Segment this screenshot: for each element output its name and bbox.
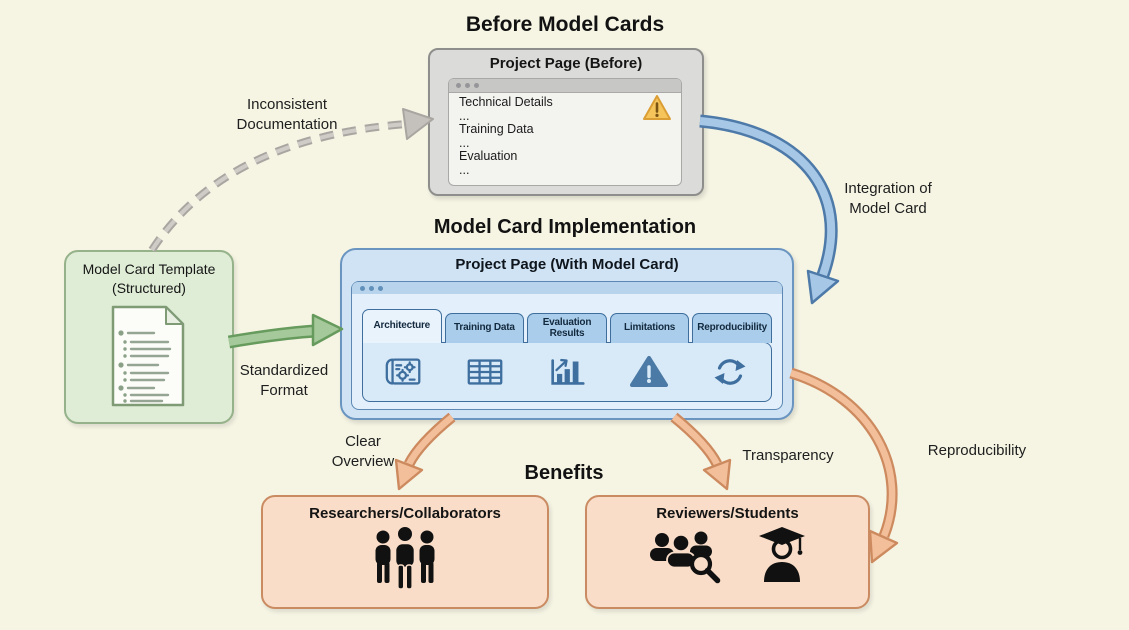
content-line: Evaluation xyxy=(459,149,518,164)
implementation-browser-mock: Architecture Training Data Evaluation Re… xyxy=(351,281,783,410)
window-dot-icon xyxy=(456,83,461,88)
standardized-format-label: Standardized Format xyxy=(239,362,329,399)
document-list-icon xyxy=(111,305,185,407)
group-magnifier-icon xyxy=(649,531,720,584)
clear-overview-label: Clear Overview xyxy=(331,433,395,470)
content-line: ... xyxy=(459,108,470,123)
table-icon xyxy=(468,358,503,385)
integration-label: Integration of Model Card xyxy=(844,180,932,217)
window-dot-icon xyxy=(369,285,374,291)
before-browser-mock: Technical Details ... Training Data ... … xyxy=(448,78,682,186)
content-line: ... xyxy=(459,135,470,150)
arrow-transparency xyxy=(670,412,732,491)
benefit-box-reviewers: Reviewers/Students xyxy=(585,495,870,609)
blueprint-gear-icon xyxy=(385,357,421,385)
arrow-standardized-format xyxy=(227,313,344,349)
window-dot-icon xyxy=(378,285,383,291)
implementation-window-title: Project Page (With Model Card) xyxy=(455,256,679,273)
before-section-title: Before Model Cards xyxy=(465,13,665,36)
tab-training-data: Training Data xyxy=(444,313,525,343)
window-dot-icon xyxy=(465,83,470,88)
before-content-list: Technical Details ... Training Data ... … xyxy=(449,93,681,178)
warning-icon xyxy=(629,355,668,387)
implementation-browser-titlebar xyxy=(352,282,782,294)
tab-architecture: Architecture xyxy=(362,309,442,343)
benefit-box-researchers: Researchers/Collaborators xyxy=(261,495,549,609)
sync-icon xyxy=(714,358,746,385)
model-card-template-box: Model Card Template (Structured) xyxy=(64,250,234,424)
tab-reproducibility: Reproducibility xyxy=(692,313,772,343)
bar-chart-icon xyxy=(551,358,585,385)
implementation-section-title: Model Card Implementation xyxy=(433,216,697,238)
benefit-box-title: Researchers/Collaborators xyxy=(309,505,501,522)
window-dot-icon xyxy=(474,83,479,88)
model-card-tabstrip: Architecture Training Data Evaluation Re… xyxy=(352,308,782,343)
tab-limitations: Limitations xyxy=(609,313,690,343)
content-line: Technical Details xyxy=(459,95,553,109)
content-line: Training Data xyxy=(459,122,534,137)
graduate-icon xyxy=(758,527,805,582)
tab-content-panel xyxy=(362,341,772,402)
content-line: ... xyxy=(459,162,470,177)
window-dot-icon xyxy=(360,285,365,291)
before-browser-titlebar xyxy=(449,79,681,93)
before-window-title: Project Page (Before) xyxy=(489,55,643,72)
warning-triangle-icon xyxy=(643,95,671,120)
model-card-project-window: Project Page (With Model Card) Architect… xyxy=(340,248,794,420)
three-people-icon xyxy=(375,525,435,590)
tab-evaluation-results: Evaluation Results xyxy=(527,313,607,343)
reproducibility-label: Reproducibility xyxy=(927,442,1027,459)
template-box-title: Model Card Template (Structured) xyxy=(82,261,216,296)
transparency-label: Transparency xyxy=(742,447,834,464)
benefit-box-title: Reviewers/Students xyxy=(656,505,799,522)
benefits-section-title: Benefits xyxy=(524,462,604,484)
before-project-window: Project Page (Before) Technical Details … xyxy=(428,48,704,196)
inconsistent-documentation-label: Inconsistent Documentation xyxy=(236,96,338,133)
